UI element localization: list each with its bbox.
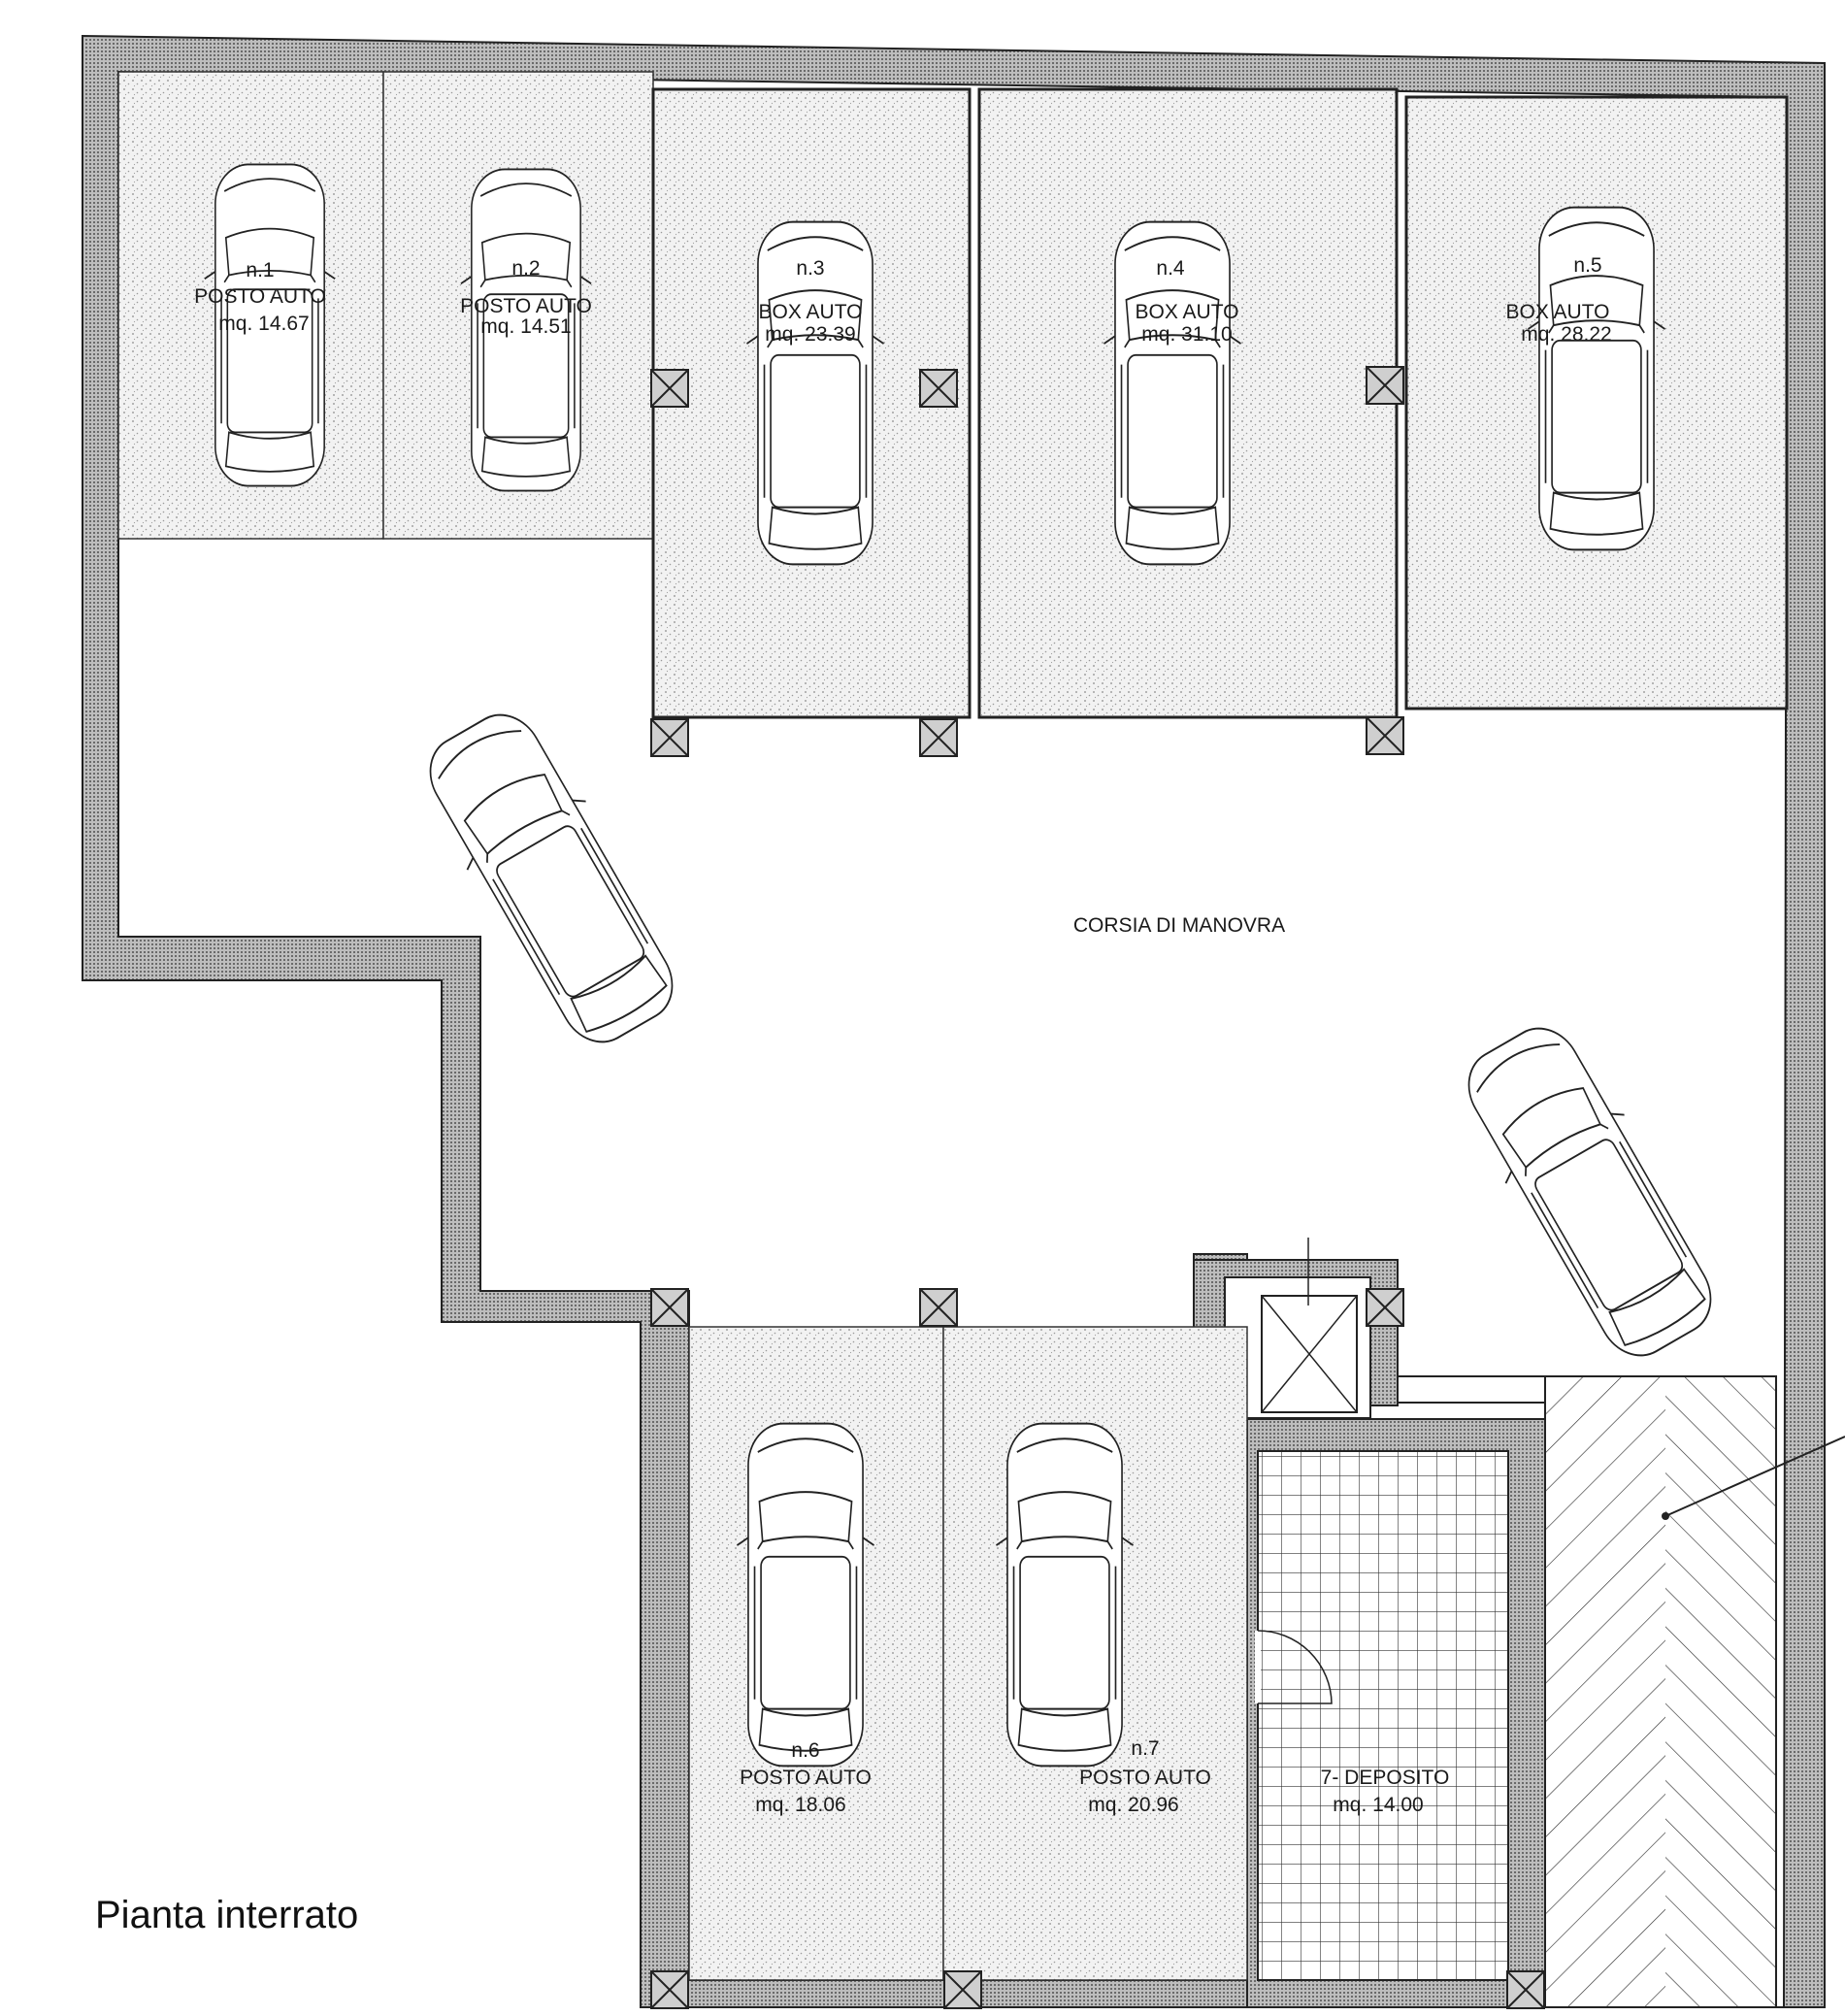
space-6-area: mq. 18.06 (755, 1794, 845, 1816)
space-5-kind: BOX AUTO (1506, 301, 1610, 323)
car-icon (736, 1422, 875, 1768)
storage-label: 7- DEPOSITO (1321, 1767, 1450, 1789)
plan-title: Pianta interrato (95, 1894, 358, 1936)
space-7-area: mq. 20.96 (1088, 1794, 1178, 1816)
space-1-kind: POSTO AUTO (194, 285, 326, 308)
space-6-number: n.6 (791, 1739, 819, 1762)
space-2-area: mq. 14.51 (480, 315, 571, 338)
space-3-area: mq. 23.39 (765, 323, 855, 346)
space-3-number: n.3 (796, 257, 824, 280)
space-4-kind: BOX AUTO (1136, 301, 1239, 323)
space-labels: n.1 POSTO AUTO mq. 14.67 n.2 POSTO AUTO … (194, 254, 1612, 1816)
space-7-number: n.7 (1131, 1737, 1159, 1760)
space-1-area: mq. 14.67 (218, 313, 309, 335)
space-6-kind: POSTO AUTO (740, 1767, 872, 1789)
space-4-number: n.4 (1156, 257, 1185, 280)
storage-room (1246, 1418, 1546, 2008)
space-5-area: mq. 28.22 (1521, 323, 1611, 346)
space-3-kind: BOX AUTO (759, 301, 863, 323)
storage-area: mq. 14.00 (1333, 1794, 1423, 1816)
access-ramp (1544, 1375, 1845, 2008)
car-icon (995, 1422, 1135, 1768)
space-7-kind: POSTO AUTO (1079, 1767, 1211, 1789)
space-2-kind: POSTO AUTO (460, 295, 592, 317)
aisle-label: CORSIA DI MANOVRA (1073, 914, 1285, 937)
space-1-number: n.1 (246, 259, 274, 281)
space-4-area: mq. 31.10 (1141, 323, 1232, 346)
space-2-number: n.2 (511, 257, 540, 280)
space-5-number: n.5 (1573, 254, 1601, 277)
